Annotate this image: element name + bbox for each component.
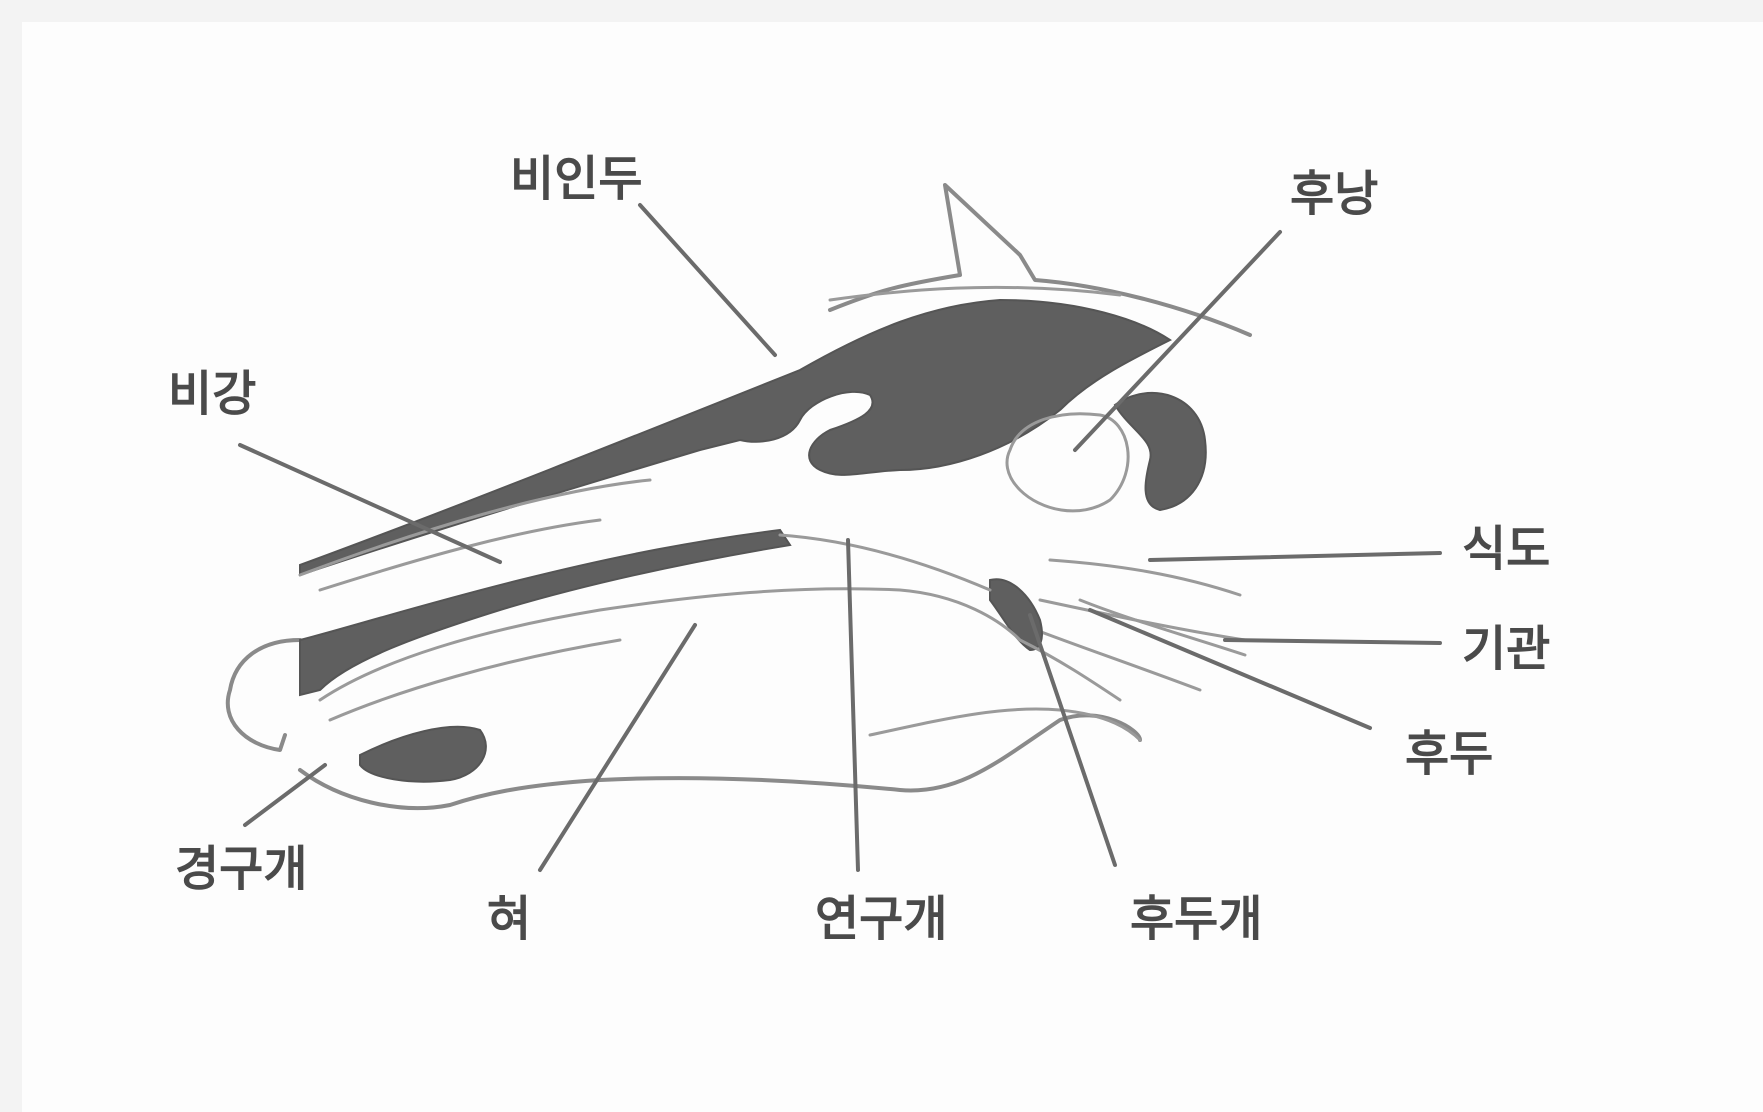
esophagus-line <box>1050 560 1240 595</box>
larynx-line <box>1020 640 1120 700</box>
jaw-inner-line <box>870 709 1140 740</box>
label-larynx-sac: 후낭 <box>1290 166 1378 222</box>
leader-trachea <box>1225 640 1440 643</box>
leader-hard-palate <box>245 765 325 825</box>
throat-line-2 <box>1080 600 1245 655</box>
label-nasal-cavity: 비강 <box>168 366 256 422</box>
soft-palate-line <box>780 535 990 590</box>
label-epiglottis: 후두개 <box>1130 891 1262 947</box>
guttural-pouch-outline <box>1007 414 1128 511</box>
head-outline <box>228 185 1250 808</box>
epiglottis-shading <box>990 579 1042 650</box>
label-nasopharynx: 비인두 <box>510 151 642 207</box>
internal-lines <box>300 414 1245 740</box>
leader-epiglottis <box>1030 615 1115 865</box>
leader-esophagus <box>1150 553 1440 560</box>
nasal-passage-shading <box>300 300 1170 575</box>
leader-nasopharynx <box>640 205 775 355</box>
forehead-line <box>830 287 1120 300</box>
label-hard-palate: 경구개 <box>175 841 307 897</box>
label-soft-palate: 연구개 <box>815 891 947 947</box>
label-tongue: 혀 <box>487 891 531 947</box>
label-esophagus: 식도 <box>1462 521 1550 577</box>
muzzle-outline <box>228 640 300 750</box>
label-larynx: 후두 <box>1405 726 1493 782</box>
leader-larynx <box>1090 610 1370 728</box>
lower-lip-shading <box>360 727 486 782</box>
leader-tongue <box>540 625 695 870</box>
shaded-airway <box>300 300 1206 782</box>
label-trachea: 기관 <box>1462 621 1550 677</box>
